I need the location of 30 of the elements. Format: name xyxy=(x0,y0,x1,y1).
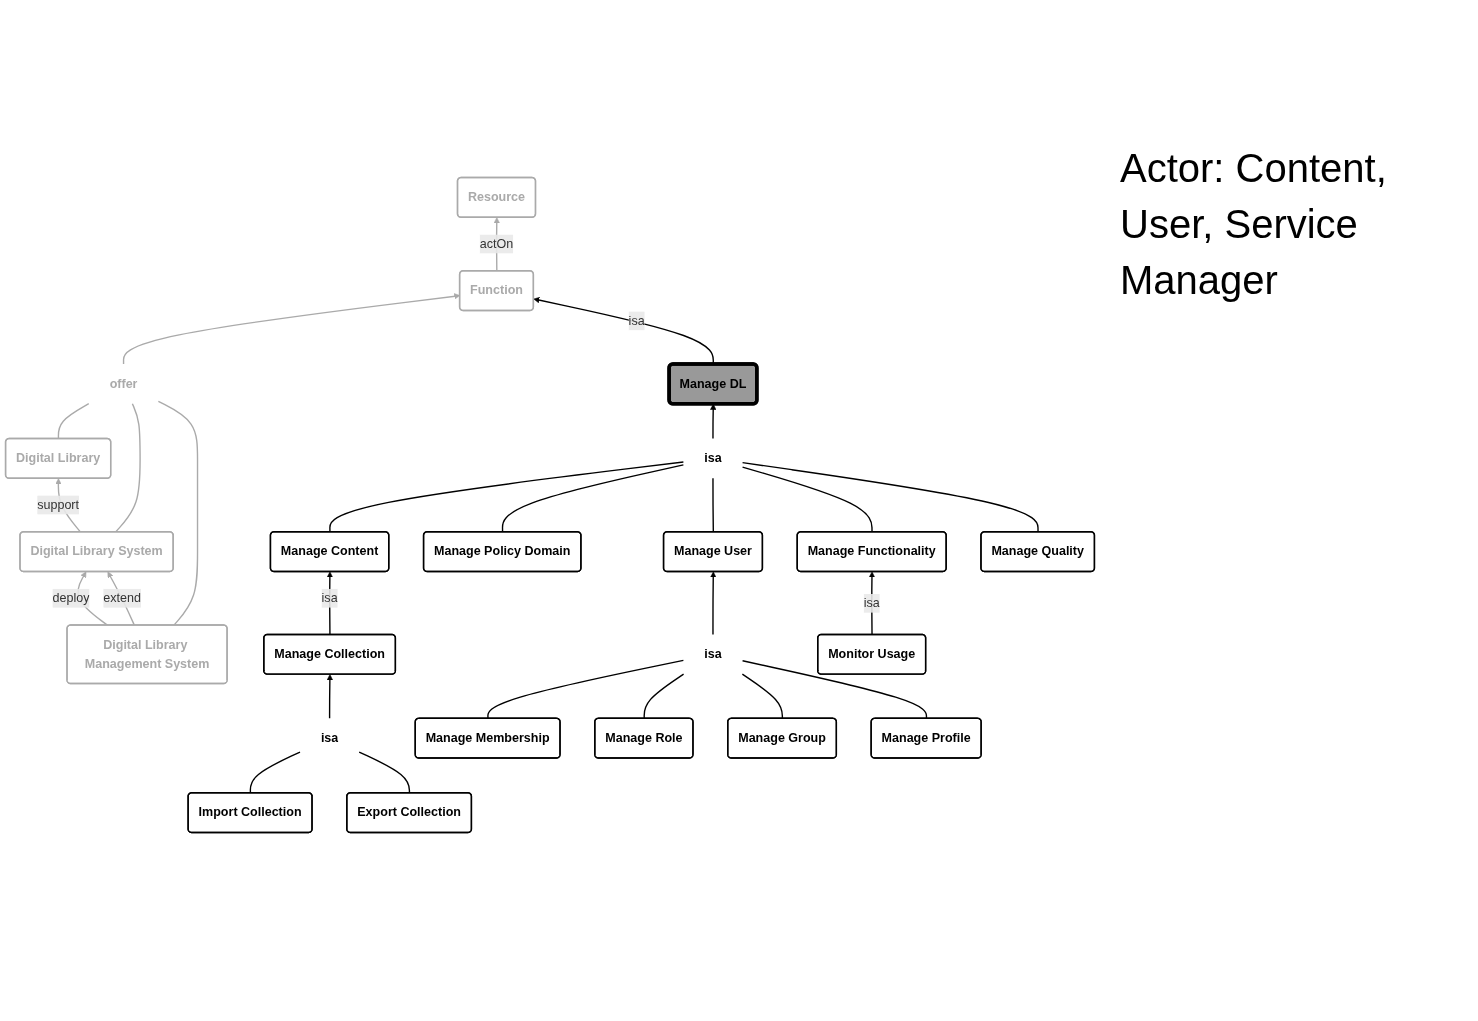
connector xyxy=(358,751,411,794)
connector xyxy=(741,461,1039,533)
node-text: isa xyxy=(320,730,339,745)
connector xyxy=(643,673,685,720)
edge-label: actOn xyxy=(479,236,514,251)
connector xyxy=(249,751,301,794)
connector xyxy=(157,400,199,627)
connector xyxy=(114,403,141,533)
arrow xyxy=(710,571,717,636)
arrow xyxy=(326,674,333,719)
edge-label: deploy xyxy=(52,590,90,605)
edge-label: extend xyxy=(103,590,141,605)
edge-label: isa xyxy=(321,590,338,605)
edge-label: isa xyxy=(628,313,645,328)
edge-label: isa xyxy=(863,596,880,610)
note-text: Actor: Content, User, Service Manager xyxy=(1120,145,1388,304)
node-text: offer xyxy=(109,376,138,391)
connector xyxy=(487,659,685,720)
connector xyxy=(741,660,928,720)
arrow xyxy=(710,403,717,440)
node-text: isa xyxy=(704,646,722,661)
connector xyxy=(57,403,90,440)
connector xyxy=(741,466,873,533)
connector xyxy=(329,461,685,533)
arrow xyxy=(326,571,333,636)
connector xyxy=(501,464,685,533)
edge-label: support xyxy=(37,497,80,512)
node-text: isa xyxy=(704,451,722,465)
connector xyxy=(712,477,714,533)
connector xyxy=(741,673,784,720)
